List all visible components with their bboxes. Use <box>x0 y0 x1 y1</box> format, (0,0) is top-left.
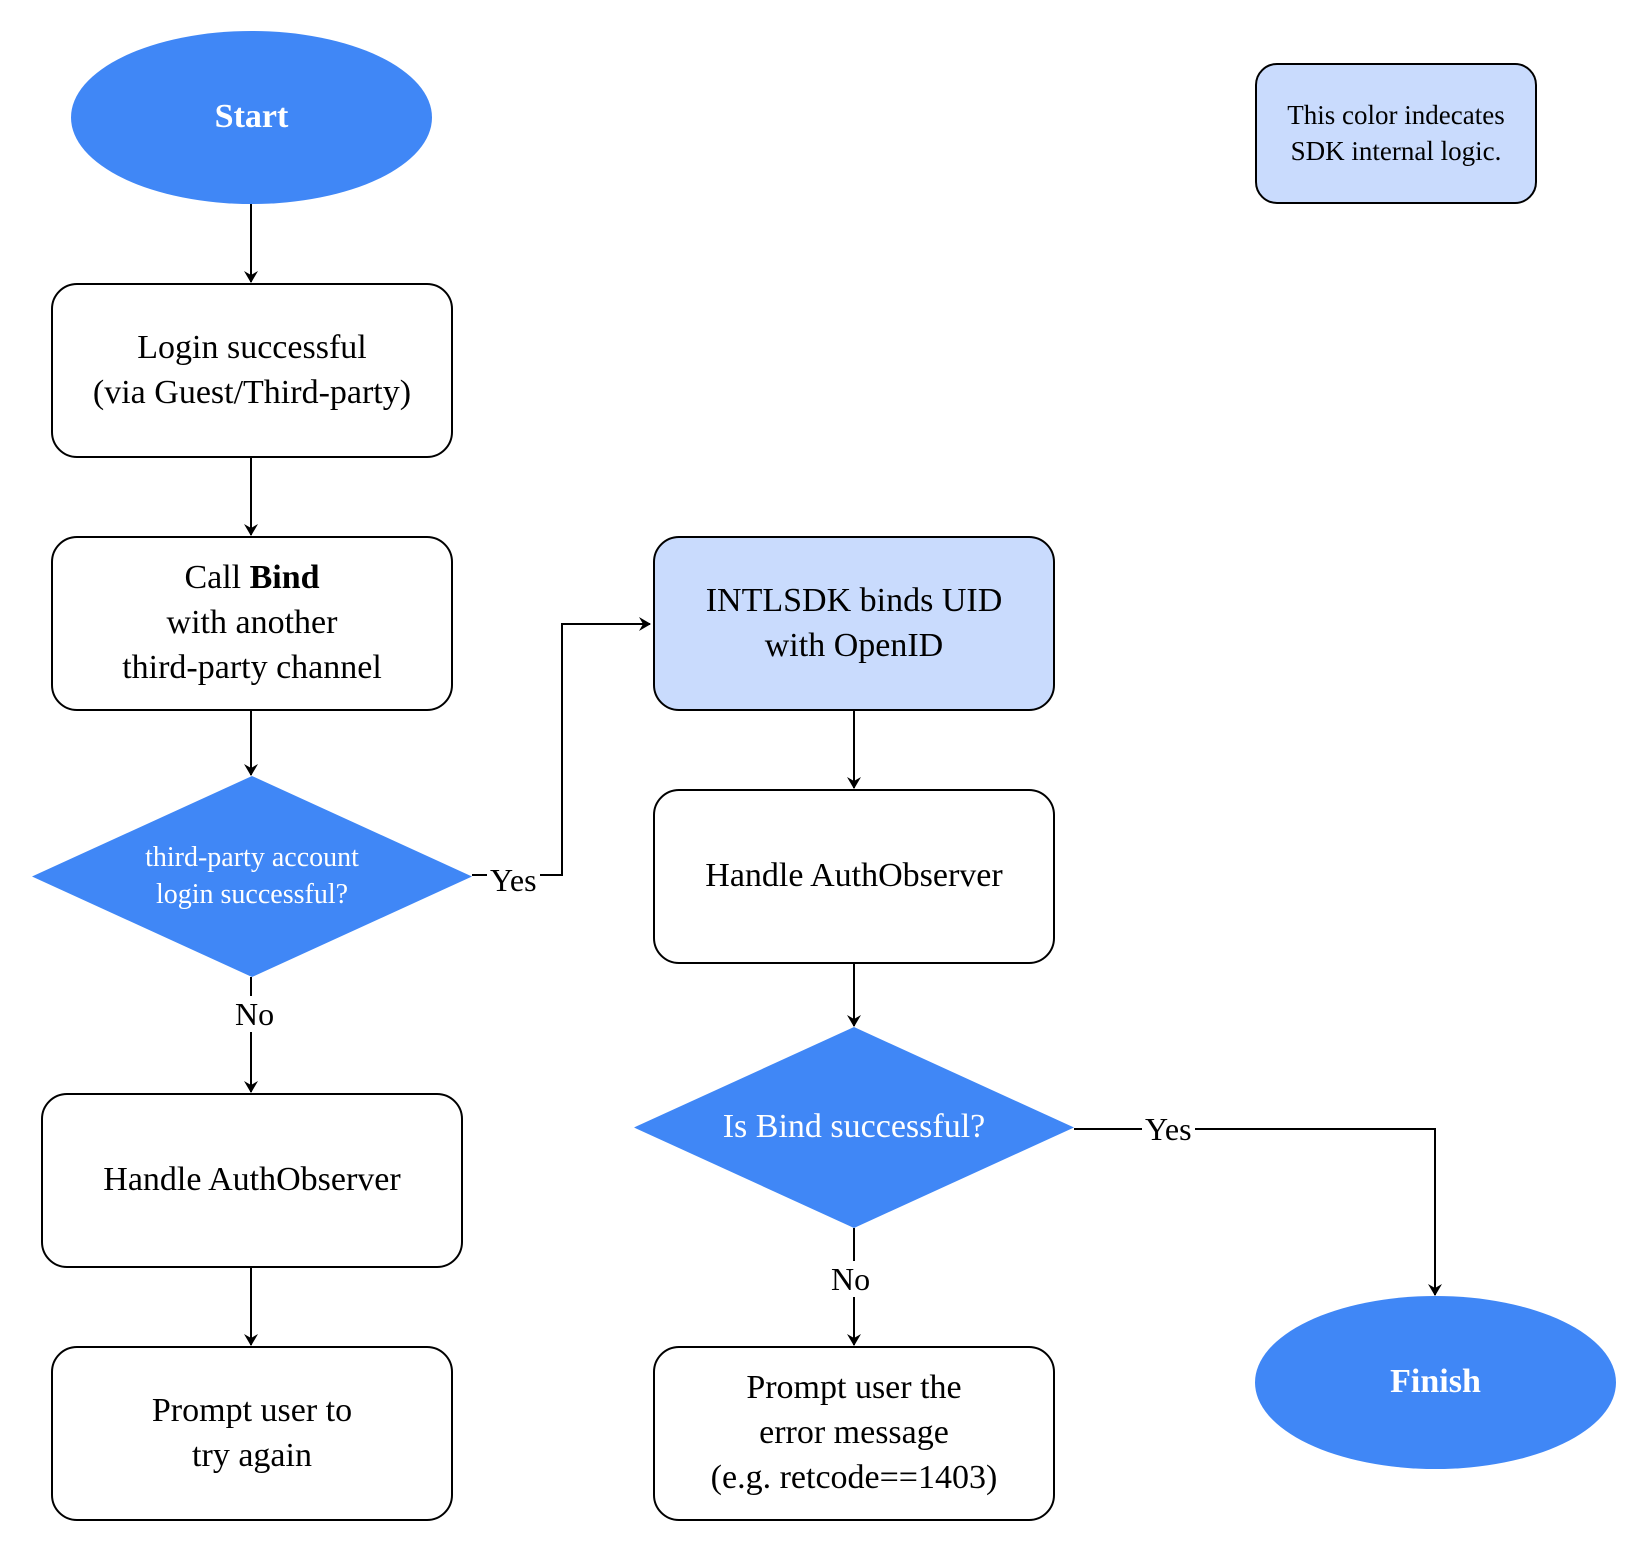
decision-login-successful: third-party account login successful? <box>32 776 472 977</box>
decision-login-line-2: login successful? <box>155 878 349 910</box>
call-bind-line-1: Call Bind <box>122 556 382 601</box>
decision-bind-shape <box>634 1027 1074 1228</box>
edge-bind-yes <box>1074 1128 1442 1296</box>
legend-line-1: This color indecates <box>1287 100 1505 131</box>
legend-box: This color indecates SDK internal logic. <box>1255 63 1537 204</box>
prompt-error-box: Prompt user the error message (e.g. retc… <box>653 1346 1055 1521</box>
call-bind-line-2: with another <box>166 604 338 642</box>
edge-label-login-no: No <box>232 996 278 1032</box>
prompt-error-line-3: (e.g. retcode==1403) <box>710 1458 998 1496</box>
handle-authobserver-left-box: Handle AuthObserver <box>41 1093 463 1268</box>
intlsdk-line-1: INTLSDK binds UID <box>705 581 1003 619</box>
finish-terminal: Finish <box>1255 1296 1616 1469</box>
prompt-retry-line-2: try again <box>192 1436 312 1474</box>
call-bind-line-3: third-party channel <box>122 648 382 686</box>
intlsdk-line-2: with OpenID <box>764 626 944 664</box>
login-line-1: Login successful <box>137 328 367 366</box>
handle-left-label: Handle AuthObserver <box>103 1161 401 1199</box>
handle-authobserver-right-box: Handle AuthObserver <box>653 789 1055 964</box>
decision-login-shape <box>32 776 472 977</box>
prompt-retry-box: Prompt user to try again <box>51 1346 453 1521</box>
call-bind-box: Call Bind with another third-party chann… <box>51 536 453 711</box>
start-terminal: Start <box>71 31 432 204</box>
bind-keyword: Bind <box>249 559 320 597</box>
edge-label-bind-no: No <box>828 1261 874 1297</box>
start-label: Start <box>214 98 289 136</box>
handle-right-label: Handle AuthObserver <box>705 857 1003 895</box>
prompt-retry-line-1: Prompt user to <box>151 1391 353 1429</box>
edge-label-bind-yes: Yes <box>1142 1111 1195 1147</box>
prompt-error-line-1: Prompt user the <box>746 1369 962 1407</box>
decision-bind-successful: Is Bind successful? <box>634 1027 1074 1228</box>
intlsdk-bind-box: INTLSDK binds UID with OpenID <box>653 536 1055 711</box>
decision-login-line-1: third-party account <box>145 842 359 874</box>
call-bind-prefix: Call <box>184 559 250 597</box>
prompt-error-line-2: error message <box>759 1414 949 1452</box>
decision-bind-label: Is Bind successful? <box>722 1108 986 1146</box>
edge-decision-yes <box>472 617 651 876</box>
finish-label: Finish <box>1390 1363 1481 1401</box>
legend-line-2: SDK internal logic. <box>1290 135 1502 166</box>
login-line-2: (via Guest/Third-party) <box>92 373 412 411</box>
login-successful-box: Login successful (via Guest/Third-party) <box>51 283 453 458</box>
edge-label-login-yes: Yes <box>487 862 540 898</box>
